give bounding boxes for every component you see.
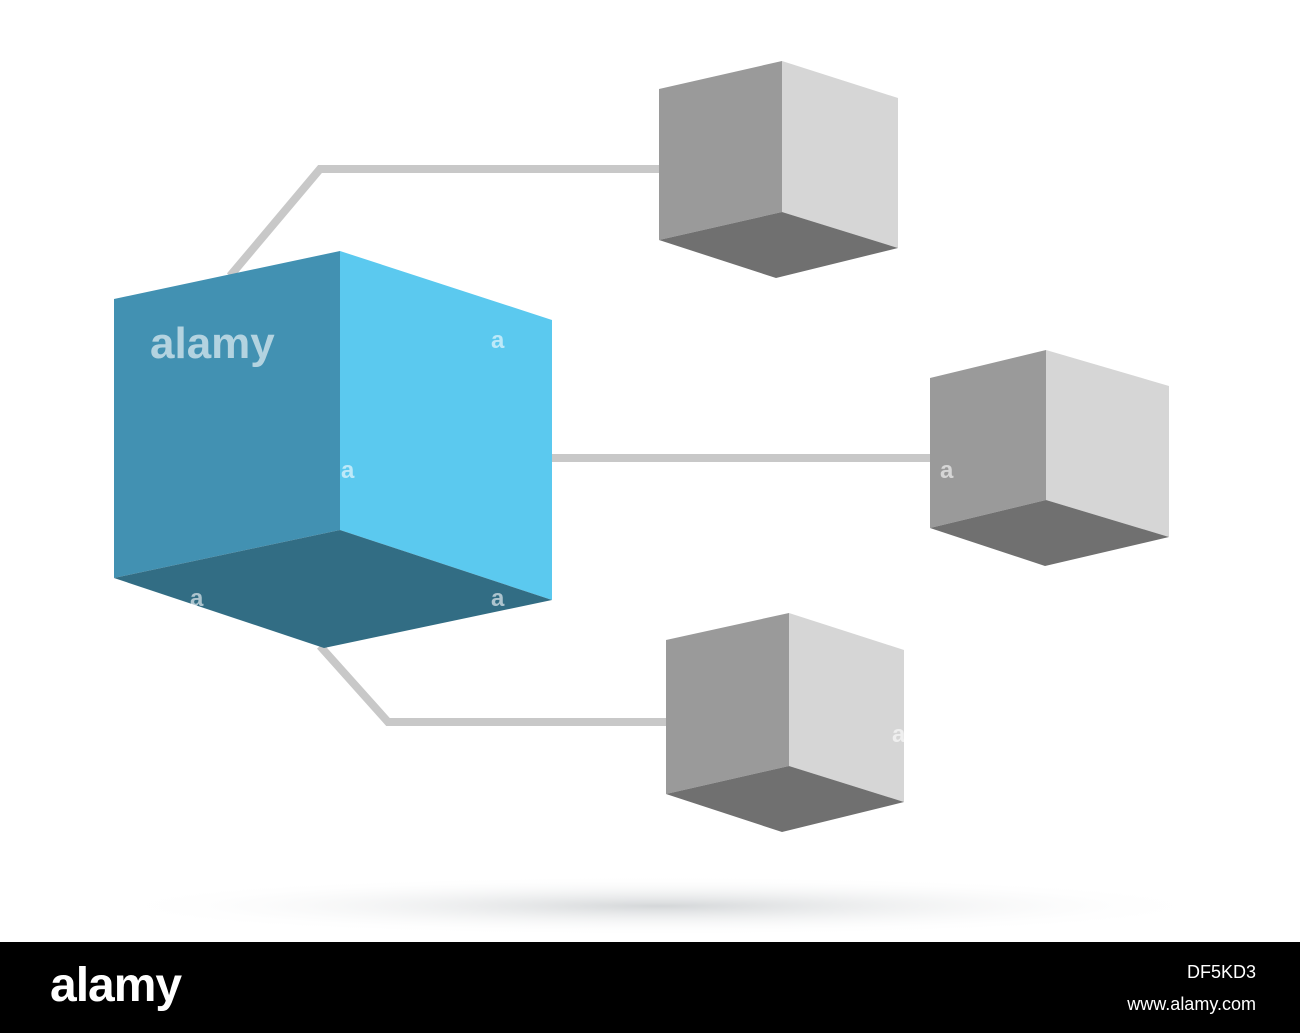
footer-url: www.alamy.com <box>1127 994 1256 1014</box>
gray-cube-top <box>659 61 898 278</box>
watermark-letter: a <box>940 457 954 484</box>
main-cube <box>114 251 552 648</box>
gray-cube-middle-left-face <box>930 350 1046 528</box>
gray-cube-middle-right-face <box>1046 350 1169 537</box>
watermark-letter: a <box>491 585 505 612</box>
gray-cube-middle-bottom-face <box>930 500 1169 566</box>
connector-bottom <box>317 643 668 726</box>
watermark: alamy a a a a a a <box>150 319 954 748</box>
watermark-word: alamy <box>150 319 275 368</box>
watermark-letter: a <box>892 721 906 748</box>
footer-image-id: DF5KD3 <box>1186 962 1256 982</box>
main-cube-bottom-face <box>114 530 552 648</box>
main-cube-left-face <box>114 251 340 578</box>
connector-top <box>226 165 662 279</box>
ground-shadow <box>100 876 1220 936</box>
footer-bar: alamy DF5KD3 www.alamy.com <box>0 942 1300 1033</box>
gray-cube-bottom-left-face <box>666 613 789 794</box>
watermark-letter: a <box>491 327 505 354</box>
gray-cube-bottom-right-face <box>789 613 904 802</box>
watermark-letter: a <box>190 585 204 612</box>
gray-cube-top-left-face <box>659 61 782 240</box>
gray-cube-top-bottom-face <box>659 212 898 278</box>
watermark-letter: a <box>341 457 355 484</box>
gray-cube-middle <box>930 350 1169 566</box>
cube-diagram: alamy a a a a a a <box>100 61 1220 936</box>
gray-cube-top-right-face <box>782 61 898 248</box>
footer-logo: alamy <box>50 959 182 1012</box>
main-cube-right-face <box>340 251 552 600</box>
gray-cube-bottom <box>666 613 904 832</box>
gray-cube-bottom-bottom-face <box>666 766 904 832</box>
